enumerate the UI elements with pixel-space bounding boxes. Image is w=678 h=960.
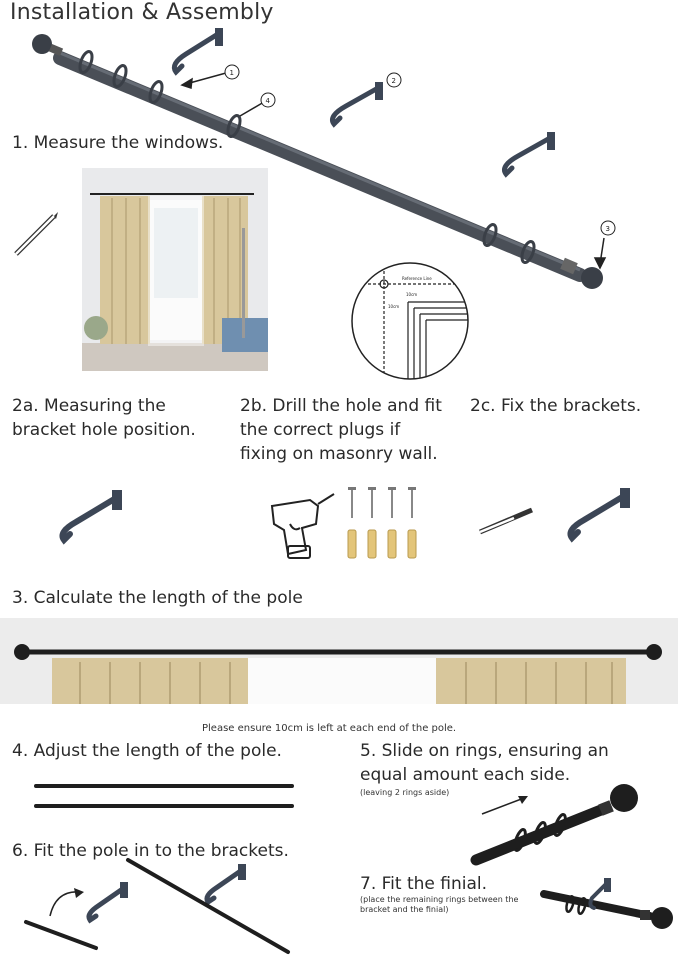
fit-finial-illustration — [540, 878, 673, 929]
rings-on-pole-illustration — [470, 784, 638, 866]
bracket-position-diagram: Reference Line 10cm 10cm — [351, 262, 469, 380]
step-3-label: 3. Calculate the length of the pole — [12, 588, 303, 608]
callout-3: 3 — [606, 225, 610, 233]
rings-right — [482, 223, 536, 264]
screws-and-plugs-icon — [347, 487, 417, 559]
drill-icon — [270, 493, 335, 559]
right-finial — [581, 267, 603, 289]
step-5-note: (leaving 2 rings aside) — [360, 788, 450, 797]
rings-left — [78, 50, 242, 138]
step-6-label: 6. Fit the pole in to the brackets. — [12, 841, 289, 861]
pencil-icon — [14, 212, 58, 256]
reference-line-label: Reference Line — [402, 276, 432, 281]
step-7-label: 7. Fit the finial. — [360, 874, 488, 894]
page-title: Installation & Assembly — [10, 0, 274, 25]
pole-length-photo — [0, 618, 678, 704]
window-curtain-photo — [82, 168, 268, 371]
pole-assembly-illustration: 1 2 3 4 — [32, 28, 616, 289]
wall-brackets — [171, 28, 555, 178]
fit-pole-into-brackets-illustration — [24, 858, 290, 954]
screwdriver-icon — [479, 507, 533, 535]
horizontal-distance-label: 10cm — [388, 304, 399, 309]
step-2c-label: 2c. Fix the brackets. — [470, 396, 642, 416]
step-1-label: 1. Measure the windows. — [12, 133, 224, 153]
step-3-note: Please ensure 10cm is left at each end o… — [202, 723, 457, 734]
step-2a-label: 2a. Measuring the bracket hole position. — [12, 396, 196, 440]
callout-2: 2 — [392, 77, 396, 85]
left-finial — [32, 34, 52, 54]
step-2b-label: 2b. Drill the hole and fit the correct p… — [240, 396, 442, 464]
step-7-note: (place the remaining rings between the b… — [360, 895, 519, 914]
bracket-2a-icon — [59, 490, 122, 545]
bracket-2c-icon — [567, 488, 630, 543]
vertical-distance-label: 10cm — [406, 292, 417, 297]
step-5-label: 5. Slide on rings, ensuring an equal amo… — [360, 741, 609, 785]
pole-sections-illustration — [34, 784, 294, 808]
callout-1: 1 — [230, 69, 234, 77]
step-4-label: 4. Adjust the length of the pole. — [12, 741, 282, 761]
callout-4: 4 — [266, 97, 271, 105]
